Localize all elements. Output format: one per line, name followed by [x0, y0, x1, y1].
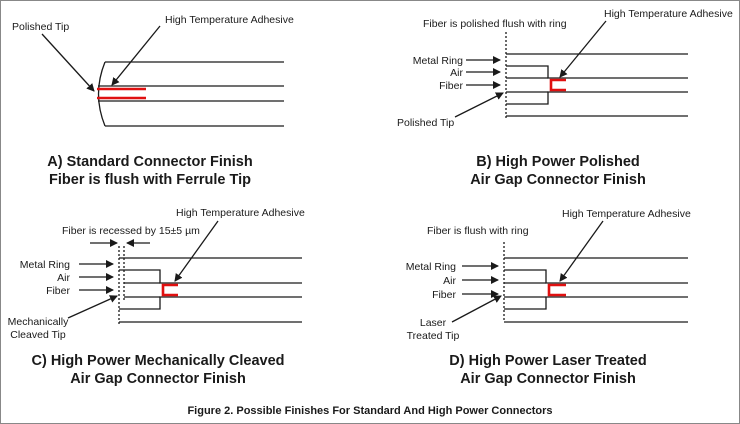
- panel-b-polished-tip-label: Polished Tip: [397, 117, 454, 129]
- panel-a-adhesive-marks: [97, 87, 146, 100]
- panel-c-caption-line-1: C) High Power Mechanically Cleaved: [31, 353, 284, 369]
- panel-c: High Temperature Adhesive Fiber is reces…: [8, 207, 305, 387]
- panel-a-adhesive-arrow: [111, 25, 161, 86]
- panel-c-tip-label-1: Mechanically: [8, 316, 69, 328]
- panel-d-air-label: Air: [443, 275, 456, 287]
- panel-b-adhesive-arrow: [559, 20, 607, 78]
- panel-d-tip-arrow: [451, 295, 502, 323]
- panel-c-air-label: Air: [57, 272, 70, 284]
- panel-c-tip-arrow: [67, 295, 118, 319]
- panel-d: High Temperature Adhesive Fiber is flush…: [406, 208, 691, 387]
- panel-d-metal-ring-label: Metal Ring: [406, 261, 456, 273]
- panel-c-ferrule: [119, 257, 302, 323]
- panel-a-tip-arrow: [41, 33, 95, 92]
- panel-c-adhesive-mark: [161, 283, 178, 297]
- figure-caption: Figure 2. Possible Finishes For Standard…: [187, 405, 552, 417]
- panel-b-ferrule: [506, 53, 688, 117]
- panel-b-metal-ring-label: Metal Ring: [413, 55, 463, 67]
- panel-a-caption-line-1: A) Standard Connector Finish: [47, 154, 252, 170]
- panel-b-fiber-label: Fiber: [439, 80, 463, 92]
- panel-b-air-label: Air: [450, 67, 463, 79]
- panel-a-adhesive-label: High Temperature Adhesive: [165, 14, 294, 26]
- panel-c-metal-ring-label: Metal Ring: [20, 259, 70, 271]
- panel-b: Fiber is polished flush with ring High T…: [397, 8, 733, 188]
- panel-d-tip-label-1: Laser: [420, 317, 447, 329]
- panel-b-tip-arrow: [454, 92, 504, 118]
- panel-b-note: Fiber is polished flush with ring: [423, 18, 567, 30]
- panel-d-caption-line-2: Air Gap Connector Finish: [460, 371, 636, 387]
- panel-d-adhesive-arrow: [559, 220, 604, 282]
- panel-b-caption-line-1: B) High Power Polished: [476, 154, 640, 170]
- panel-d-fiber-label: Fiber: [432, 289, 456, 301]
- panel-b-adhesive-mark: [549, 78, 566, 92]
- panel-c-note: Fiber is recessed by 15±5 µm: [62, 225, 200, 237]
- panel-b-caption-line-2: Air Gap Connector Finish: [470, 172, 646, 188]
- panel-a-ferrule: [97, 61, 284, 127]
- panel-a-polished-tip-label: Polished Tip: [12, 21, 69, 33]
- panel-d-adhesive-label: High Temperature Adhesive: [562, 208, 691, 220]
- panel-a-caption-line-2: Fiber is flush with Ferrule Tip: [49, 172, 251, 188]
- panel-b-adhesive-label: High Temperature Adhesive: [604, 8, 733, 20]
- panel-a: Polished Tip High Temperature Adhesive A…: [12, 14, 294, 188]
- panel-c-caption-line-2: Air Gap Connector Finish: [70, 371, 246, 387]
- panel-c-tip-label-2: Cleaved Tip: [10, 329, 66, 341]
- panel-c-fiber-label: Fiber: [46, 285, 70, 297]
- panel-c-adhesive-label: High Temperature Adhesive: [176, 207, 305, 219]
- panel-d-caption-line-1: D) High Power Laser Treated: [449, 353, 646, 369]
- panel-d-tip-label-2: Treated Tip: [407, 330, 460, 342]
- panel-d-adhesive-mark: [547, 283, 566, 297]
- panel-c-adhesive-arrow: [174, 220, 219, 282]
- panel-d-note: Fiber is flush with ring: [427, 225, 529, 237]
- panel-d-ferrule: [504, 257, 688, 323]
